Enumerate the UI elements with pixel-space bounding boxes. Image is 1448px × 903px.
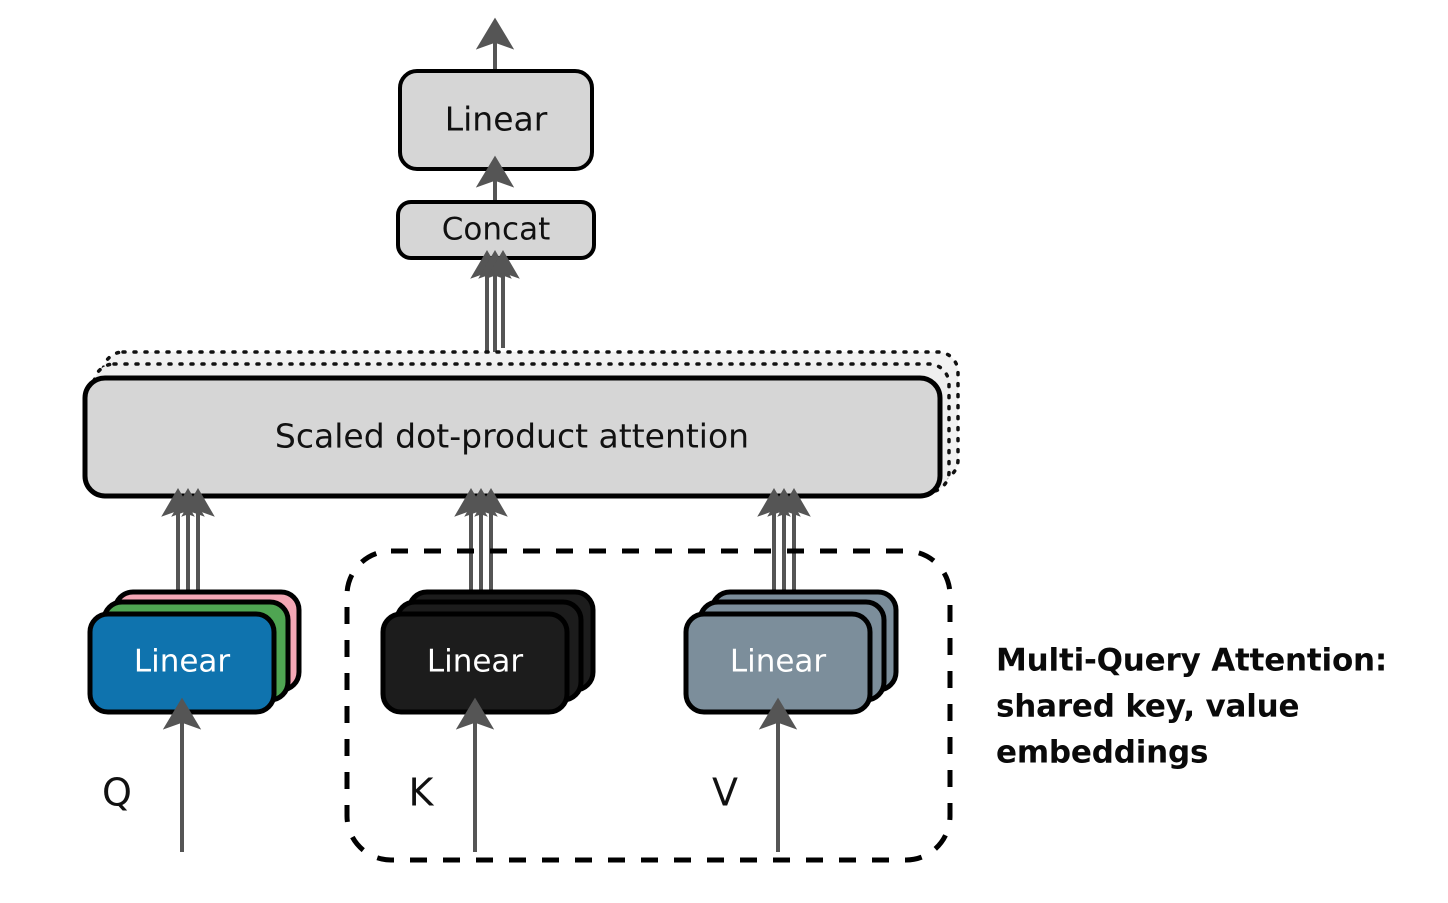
concat-block[interactable]: Concat [396,200,596,260]
output-linear-block[interactable]: Linear [398,69,594,171]
input-label-query: Q [102,771,132,815]
query-linear-stack[interactable]: Linear [87,589,302,715]
annotation-line-1: Multi-Query Attention: [996,643,1387,679]
shared-kv-dashed-outline [344,548,953,863]
key-linear-stack[interactable]: Linear [380,589,596,715]
attention-to-concat-arrows [470,250,520,365]
attention-block[interactable]: Scaled dot-product attention [82,375,943,499]
key-linear-label: Linear [427,644,524,680]
value-linear-label: Linear [730,644,827,680]
output-linear-label: Linear [445,100,548,139]
annotation-line-3: embeddings [996,735,1208,771]
annotation-line-2: shared key, value [996,689,1299,725]
attention-shape [82,375,943,499]
shared-kv-group-box [344,548,953,863]
concat-label: Concat [442,212,550,248]
query-linear-label: Linear [134,644,231,680]
annotation-text: Multi-Query Attention: shared key, value… [996,643,1387,771]
input-label-value: V [712,771,738,815]
input-label-key: K [409,771,435,815]
value-linear-stack[interactable]: Linear [683,589,899,715]
attention-label: Scaled dot-product attention [275,417,749,456]
